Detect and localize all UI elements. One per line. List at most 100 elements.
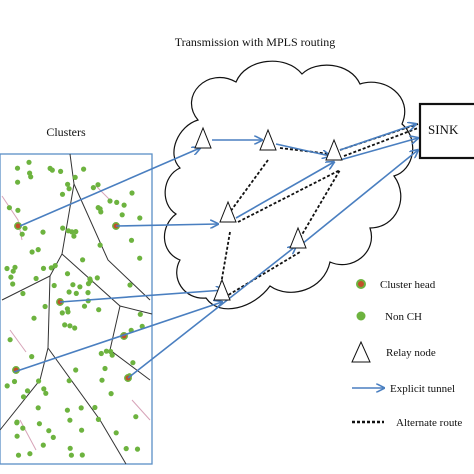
non-ch-node [29,354,35,360]
non-ch-node [14,165,21,171]
non-ch-node [72,325,78,331]
non-ch-node [4,265,10,272]
non-ch-node [72,174,78,180]
non-ch-node [8,274,14,280]
non-ch-node [79,427,85,433]
non-ch-node [92,404,98,411]
explicit-tunnel-arrow [339,124,416,151]
non-ch-node [107,198,113,204]
non-ch-node [22,225,28,231]
non-ch-node [95,182,101,188]
sink-label: SINK [428,122,459,137]
non-ch-node [27,170,33,176]
non-ch-node [15,207,21,213]
non-ch-node [137,311,143,317]
non-ch-node [67,445,73,451]
relay-node [194,126,212,149]
relay-node [259,128,277,151]
alternate-route-line [229,159,269,213]
non-ch-node [108,391,114,397]
alternate-route-line [343,127,419,157]
non-ch-node [15,179,21,185]
non-ch-node [35,247,41,253]
legend-cluster-head: Cluster head [356,279,436,291]
non-ch-node [67,417,73,423]
partition-line [73,183,151,301]
explicit-tunnel-arrow [13,302,222,373]
legend-explicit-tunnel: Explicit tunnel [352,383,455,395]
cluster-border [0,153,153,465]
alternate-route-line [219,251,301,301]
non-ch-node [129,190,135,196]
non-ch-node [108,348,114,355]
non-ch-node [103,348,109,354]
non-ch-node [50,434,56,440]
non-ch-node [33,275,39,282]
non-ch-node [96,307,102,313]
clusters-label: Clusters [46,125,86,139]
non-ch-node [27,451,33,457]
non-ch-node [95,205,101,211]
alternate-route-line [299,169,341,239]
relay-node [213,278,231,301]
non-ch-node [19,231,25,237]
explicit-tunnel-arrow [59,290,224,303]
legend-non-ch: Non CH [356,311,422,323]
non-ch-node [65,181,71,187]
non-ch-node [20,290,26,297]
non-ch-node [66,289,72,295]
non-ch-node [15,452,22,458]
non-ch-node [59,310,65,316]
non-ch-node [137,255,143,261]
non-ch-node [60,225,66,231]
relay-nodes [194,126,343,301]
non-ch-node [51,282,57,289]
non-ch-node [12,264,18,270]
non-ch-icon [356,311,366,321]
non-ch-node [73,367,79,373]
non-ch-node [128,237,135,243]
explicit-tunnels [13,124,418,379]
cluster-head-icon [356,279,366,289]
non-ch-node [85,290,91,296]
non-ch-node [98,209,104,215]
non-ch-node [68,452,74,458]
non-ch-node [49,167,55,173]
non-ch-node [64,407,70,413]
explicit-tunnel-arrow [301,150,418,245]
non-ch-node [137,215,143,221]
non-ch-node [10,268,16,274]
non-ch-node [95,416,101,422]
non-ch-node [6,205,12,211]
non-ch-node [40,442,46,448]
alternate-route-line [237,169,341,223]
non-ch-node [11,378,18,385]
non-ch-node [90,185,96,191]
legend-label: Explicit tunnel [390,383,455,395]
non-ch-node [36,421,43,427]
non-ch-node [67,323,73,329]
non-ch-node [62,322,68,328]
non-ch-node [35,405,41,411]
legend-label: Alternate route [396,417,462,429]
non-ch-node [42,303,48,310]
non-ch-node [99,377,105,383]
legend-label: Cluster head [380,279,436,291]
partition-line [0,275,51,431]
non-ch-node [133,414,139,420]
explicit-tunnel-arrow [115,224,218,226]
partition-line-faint [19,419,37,451]
non-ch-node [73,290,79,296]
non-ch-node [14,420,20,426]
non-ch-node [79,452,85,458]
non-ch-node [71,233,77,239]
non-ch-node [64,271,71,277]
non-ch-node [127,282,133,288]
non-ch-node [121,202,127,208]
non-ch-node [97,242,103,248]
legend-relay-node: Relay node [351,340,436,363]
non-ch-node [43,390,49,396]
non-ch-node [81,303,88,309]
non-ch-node [64,306,70,312]
